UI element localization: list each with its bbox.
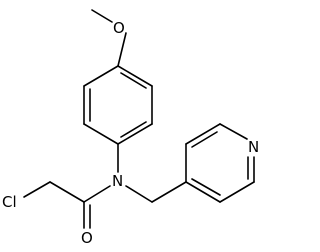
structure-diagram: O N N O Cl — [2, 9, 259, 247]
bond-pyr-c — [219, 123, 248, 140]
bond-ring1-double-1 — [120, 72, 147, 89]
bond-ch2-cl — [23, 181, 51, 198]
atom-chlorine: Cl — [2, 193, 17, 211]
atom-methoxy-oxygen: O — [113, 19, 125, 37]
bond-methyl-o — [91, 9, 113, 23]
atom-carbonyl-oxygen: O — [81, 229, 93, 247]
atom-amide-nitrogen: N — [112, 172, 123, 190]
bond-ring1-double-2 — [120, 121, 147, 138]
bond-n-co — [83, 185, 111, 203]
bond-pyr-f — [185, 181, 221, 203]
atom-pyridine-nitrogen: N — [248, 138, 259, 156]
bond-ring1-a — [117, 65, 153, 87]
molecule-svg: O N N O Cl — [2, 9, 259, 247]
bond-n-ch2 — [125, 185, 153, 203]
bond-ring1-c — [117, 123, 153, 145]
bond-ring1-d — [83, 123, 119, 145]
bond-pyr-double-1 — [191, 131, 218, 148]
bond-ring1-f — [83, 65, 119, 87]
bond-o-ring — [117, 32, 127, 67]
bond-pyr-double-3 — [191, 178, 221, 196]
bond-ch2-pyr — [151, 181, 187, 203]
bond-co-ch2 — [49, 181, 85, 203]
bond-pyr-e — [219, 181, 255, 203]
bond-pyr-b — [185, 123, 221, 145]
